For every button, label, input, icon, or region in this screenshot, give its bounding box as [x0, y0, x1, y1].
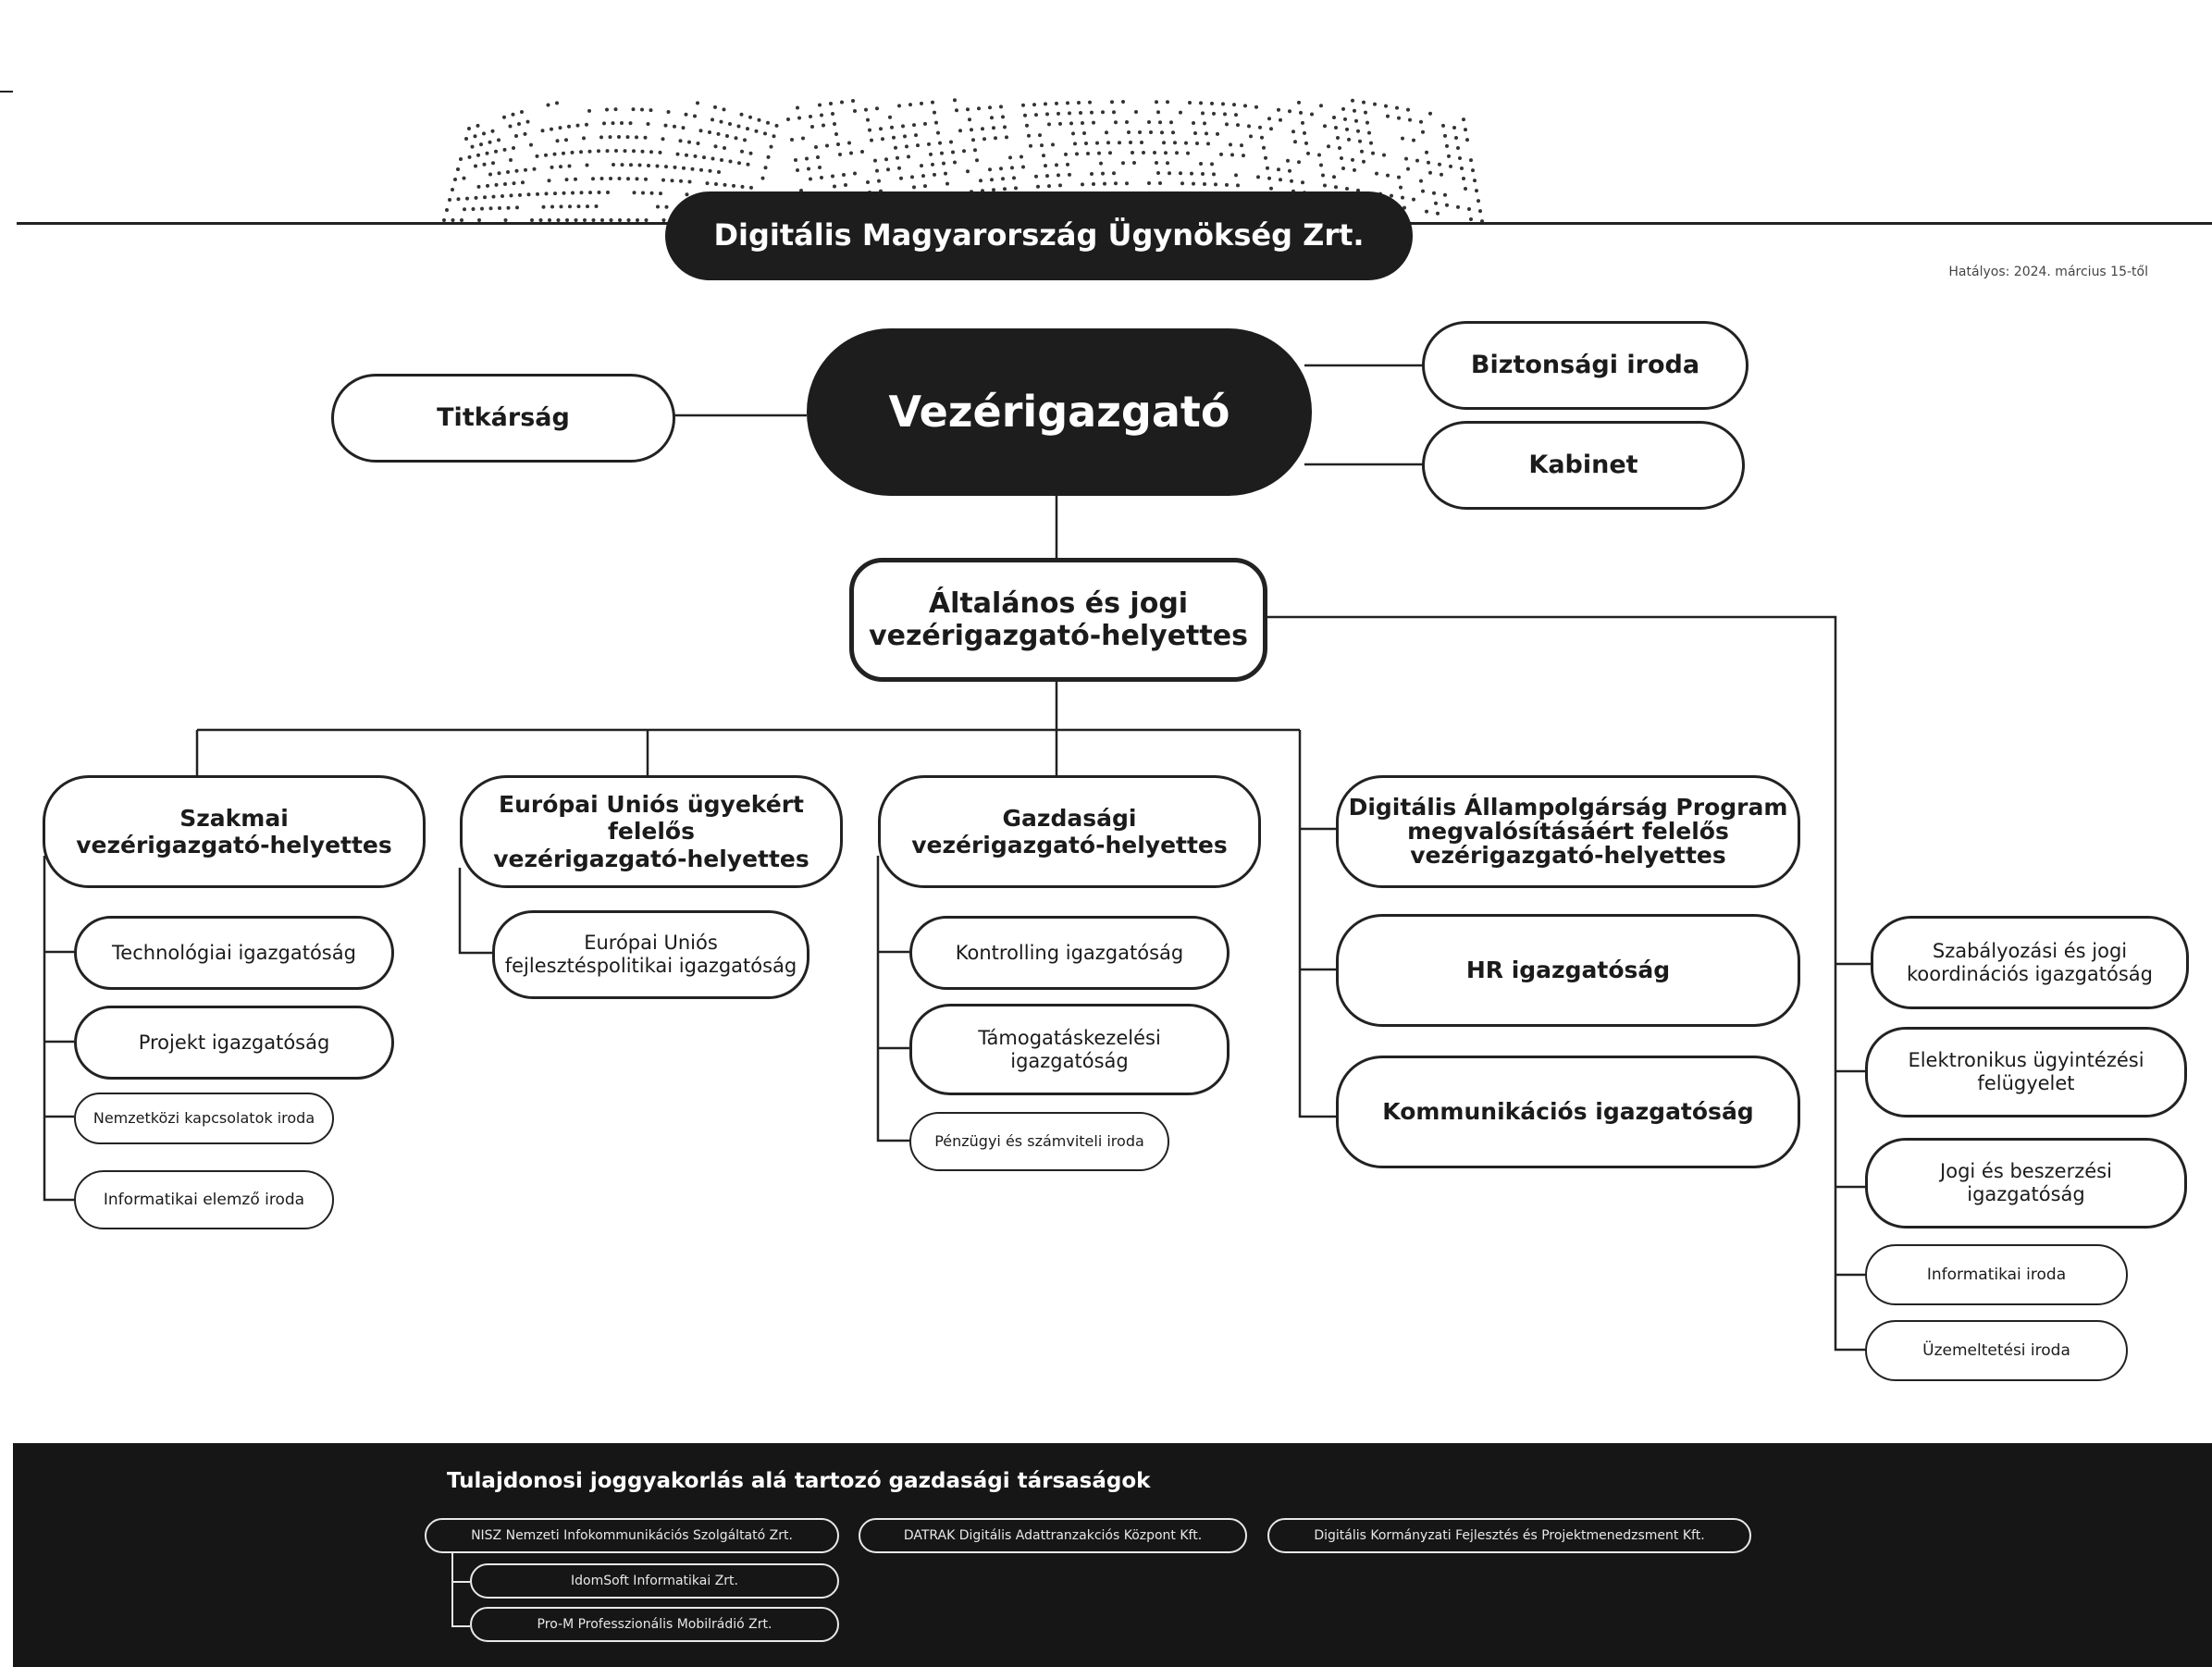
- company-prom: Pro-M Professzionális Mobilrádió Zrt.: [470, 1607, 839, 1642]
- company-dkf: Digitális Kormányzati Fejlesztés és Proj…: [1267, 1518, 1751, 1553]
- company-idomsoft: IdomSoft Informatikai Zrt.: [470, 1563, 839, 1599]
- company-datrak: DATRAK Digitális Adattranzakciós Központ…: [859, 1518, 1247, 1553]
- company-nisz: NISZ Nemzeti Infokommunikációs Szolgálta…: [425, 1518, 839, 1553]
